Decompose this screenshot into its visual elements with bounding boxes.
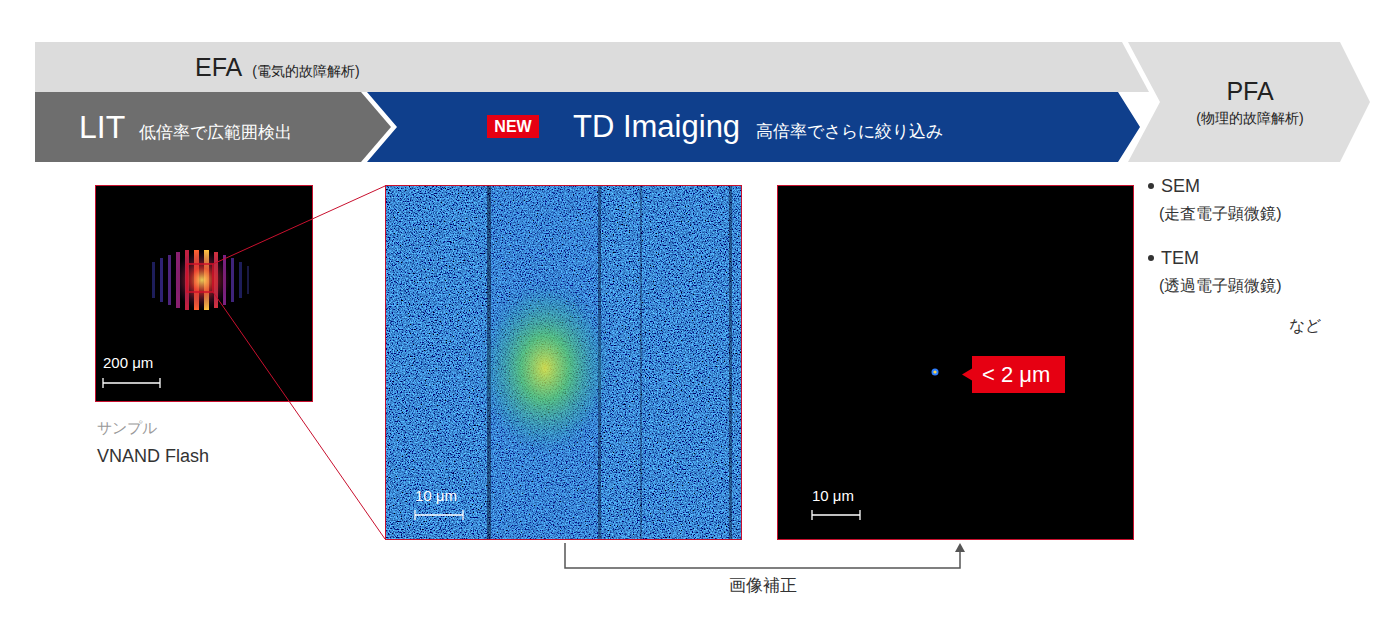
band-outline [367,92,1140,162]
label-text: 10 μm [415,487,457,504]
scale-label-holder: 10 μm [812,487,854,505]
label-text: < 2 μm [982,364,1050,386]
zoom-leader-lines [213,186,385,539]
band-fill [367,92,1140,162]
td-imaging-band: TD Imaiging 高倍率でさらに絞り込み NEW [367,92,1140,162]
free-label-holder: SEM [1161,176,1200,197]
td-raw-panel: 10 μm [385,185,742,540]
correction-connector [565,543,965,568]
label-text: TD Imaiging [573,109,740,145]
label-text: (透過電子顕微鏡) [1159,277,1282,294]
td-raw-image [385,185,742,540]
label-text: SEM [1161,176,1200,196]
label-text: LIT [79,109,125,146]
lit-image [95,185,313,402]
bullet-dot [1148,183,1154,189]
size-callout: < 2 μm [962,356,1065,393]
label-text: 200 μm [103,354,153,371]
label-text: VNAND Flash [97,446,209,466]
callout-text-holder: < 2 μm [982,356,1050,393]
label-text: など [1289,317,1321,334]
free-label-holder: (透過電子顕微鏡) [1159,276,1282,297]
free-label-holder: (走査電子顕微鏡) [1159,204,1282,225]
band-text-line: TD Imaiging 高倍率でさらに絞り込み [573,109,943,145]
band-text-row: LIT 低倍率で広範囲検出 [35,92,391,162]
connector-line [565,543,960,568]
scale-label-holder: 10 μm [415,487,457,505]
efa-band: EFA (電気的故障解析) [35,42,1149,92]
label-text: TEM [1161,248,1199,268]
band-text-line: LIT 低倍率で広範囲検出 [79,109,292,146]
label-text: (走査電子顕微鏡) [1159,205,1282,222]
label-text: PFA [1226,77,1273,106]
free-label-holder: サンプル [97,419,157,438]
band-fill [35,92,391,162]
label-text: 10 μm [812,487,854,504]
label-text: サンプル [97,419,157,436]
label-text: 高倍率でさらに絞り込み [756,120,943,143]
lit-image-panel: 200 μm [95,185,313,402]
band-text-row: EFA (電気的故障解析) [35,42,1149,92]
band-text-line: EFA (電気的故障解析) [195,53,360,82]
label-text: 低倍率で広範囲検出 [139,121,292,144]
label-text: EFA [195,53,242,82]
band-fill [1128,42,1370,162]
new-badge: NEW [487,115,539,138]
label-text: NEW [494,119,531,135]
connector-label-holder: 画像補正 [729,574,797,597]
free-label-holder: VNAND Flash [97,446,209,467]
arrow-head [955,543,965,552]
label-text: (物理的故障解析) [1196,110,1303,128]
label-text: (電気的故障解析) [252,63,359,81]
bullet-dot [1148,255,1154,261]
td-corrected-panel: 10 μm < 2 μm [777,185,1134,540]
td-corrected-image [777,185,1134,540]
free-label-holder: など [1289,316,1321,337]
lit-band: LIT 低倍率で広範囲検出 [35,92,391,162]
scale-label-holder: 200 μm [103,354,153,372]
free-label-holder: TEM [1161,248,1199,269]
band-text-row: TD Imaiging 高倍率でさらに絞り込み [367,92,1140,162]
label-text: 画像補正 [729,576,797,595]
band-fill [35,42,1149,92]
band-fill [962,356,1065,393]
pfa-band: PFA (物理的故障解析) [1128,42,1370,162]
band-text-column: PFA (物理的故障解析) [1128,42,1370,162]
